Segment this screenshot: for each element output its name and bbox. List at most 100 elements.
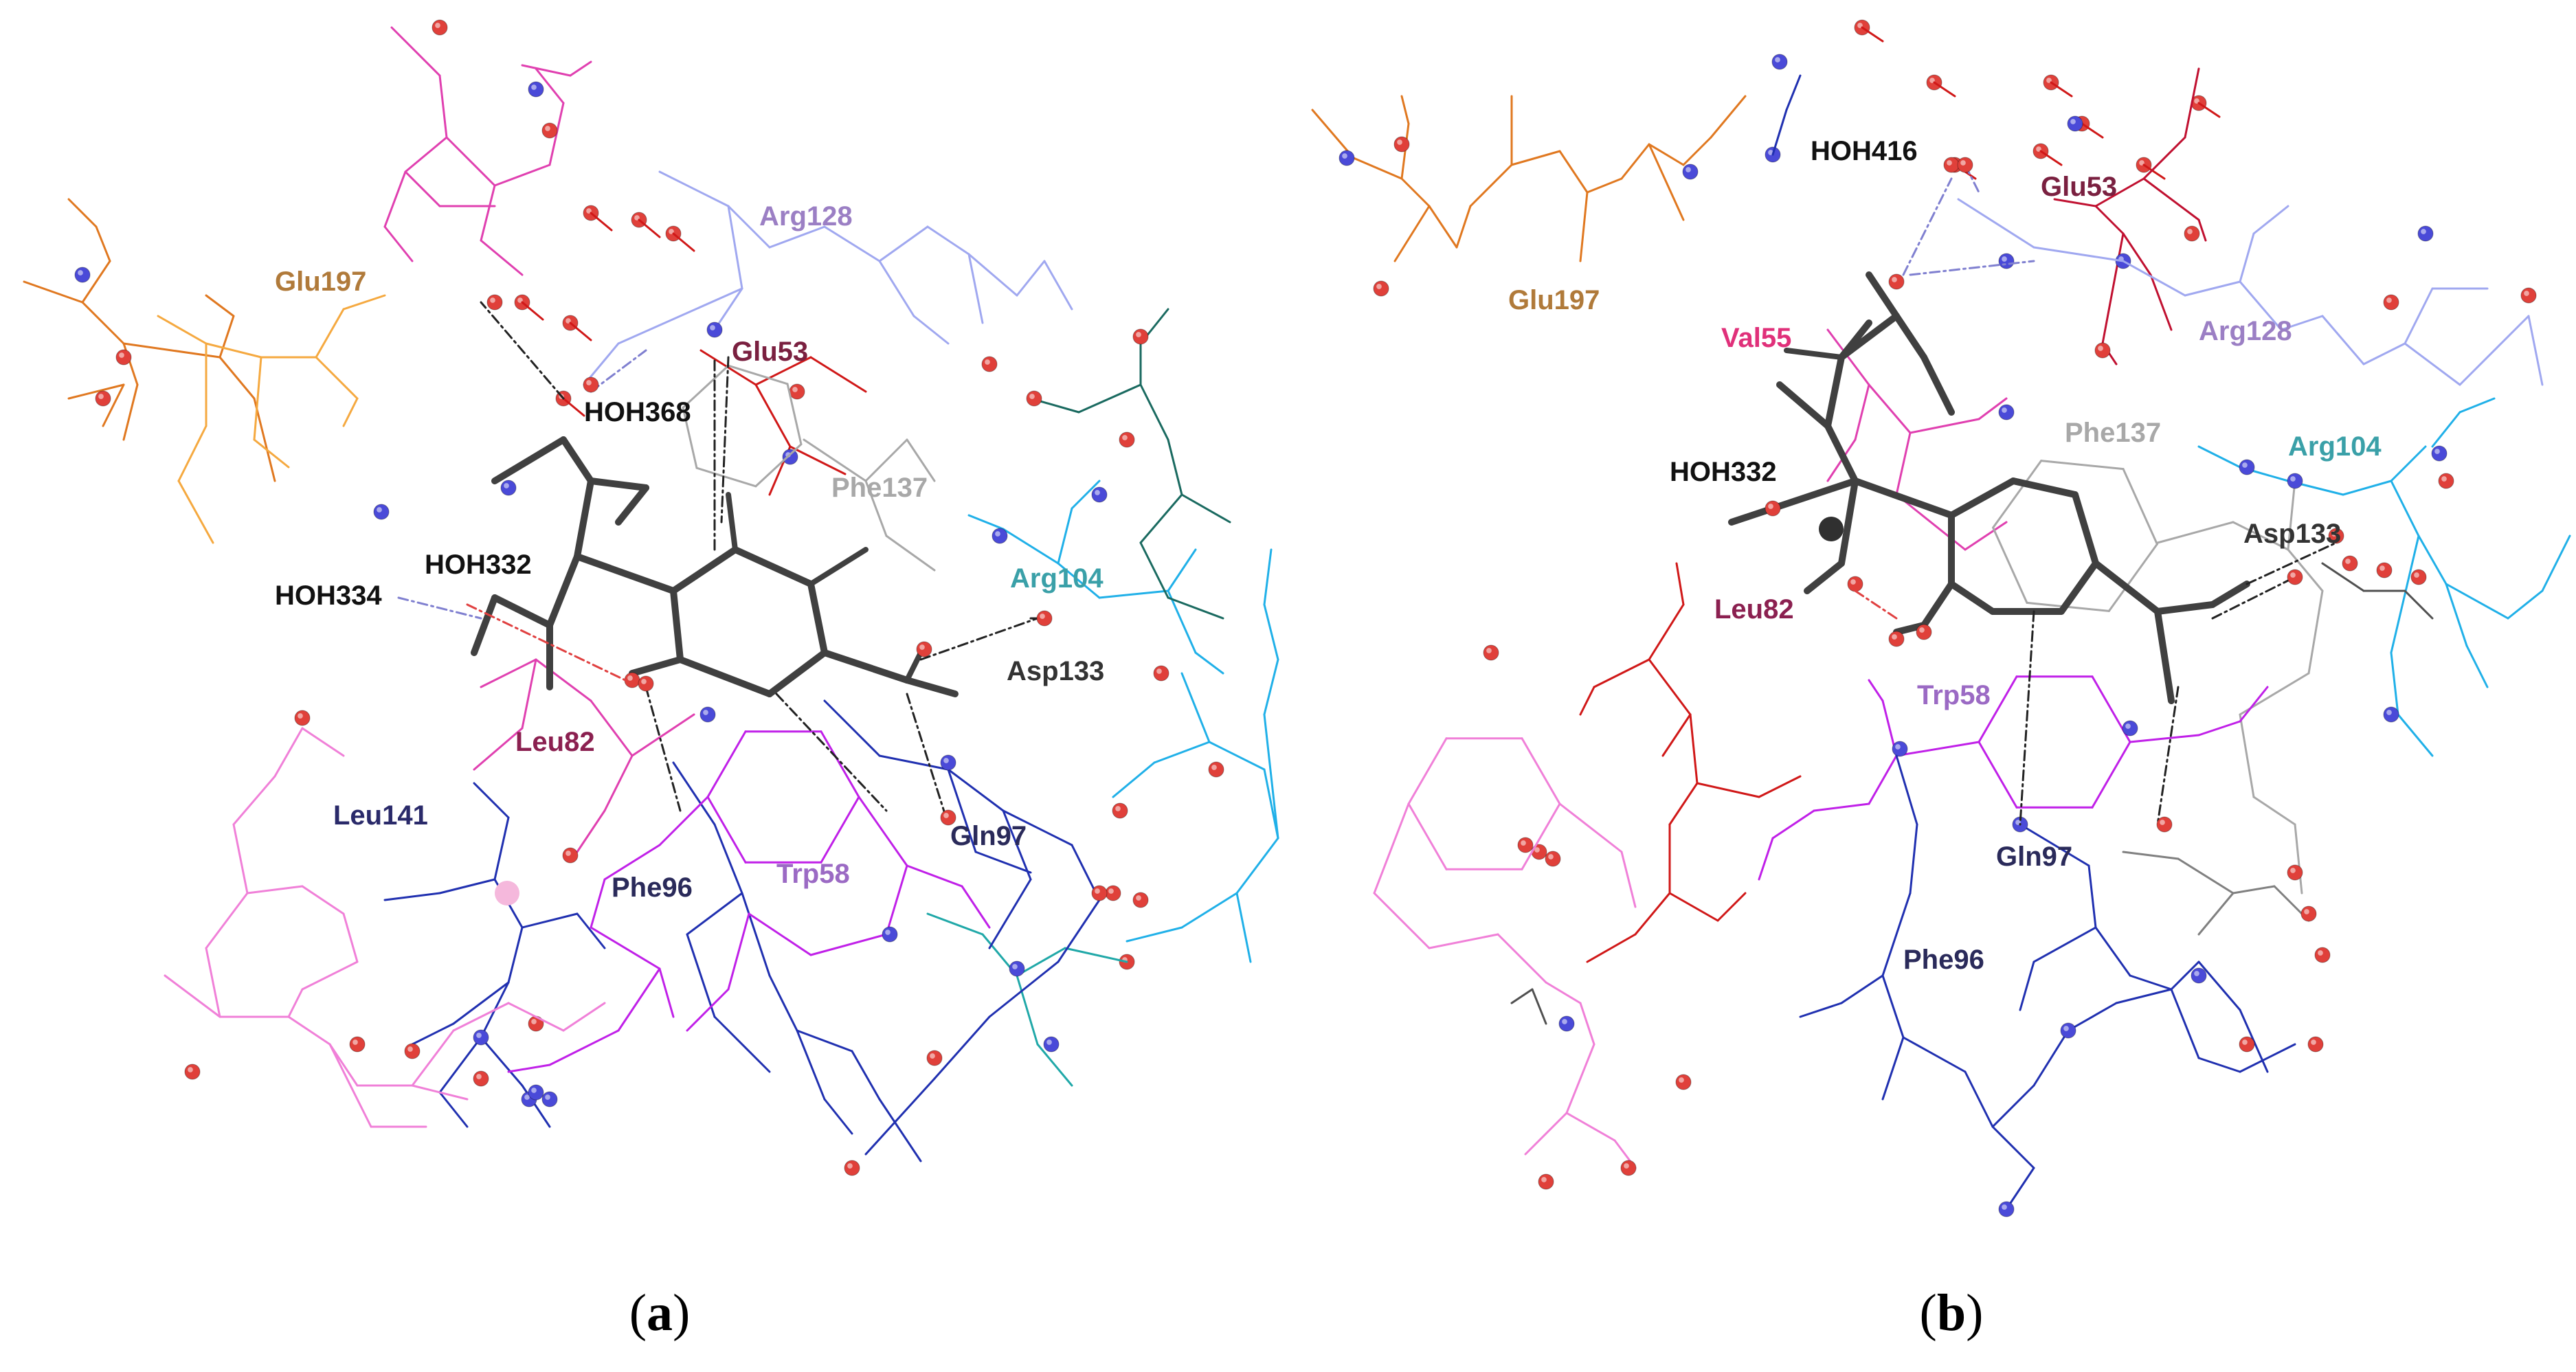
bond	[2362, 342, 2406, 366]
oxygen-atom-highlight	[2046, 78, 2052, 83]
bond	[1071, 480, 1101, 510]
label-b-arg104: Arg104	[2288, 431, 2382, 462]
bond	[878, 1098, 922, 1162]
bond	[576, 912, 606, 949]
bond	[713, 823, 743, 895]
oxygen-atom-highlight	[1136, 895, 1141, 901]
oxygen-atom-highlight	[634, 215, 640, 221]
bond	[315, 356, 359, 400]
bond	[906, 864, 963, 888]
oxygen-atom-highlight	[2345, 559, 2351, 564]
nitrogen-atom-highlight	[1685, 167, 1691, 172]
ring-bond	[1407, 737, 1448, 805]
oxygen-atom-highlight	[1548, 854, 1554, 859]
bond	[480, 658, 537, 688]
nitrogen-atom	[706, 322, 723, 338]
oxygen-atom-highlight	[1108, 888, 1114, 894]
bond	[2177, 857, 2235, 895]
bond	[2094, 205, 2125, 235]
oxygen-atom	[1545, 851, 1561, 867]
bond	[1180, 493, 1231, 524]
bond	[287, 988, 304, 1018]
bond	[587, 477, 649, 491]
oxygen-atom-highlight	[1947, 160, 1952, 166]
nitrogen-atom-highlight	[2070, 119, 2076, 124]
bond	[885, 535, 936, 572]
nitrogen-atom	[2122, 720, 2138, 736]
bond	[1710, 95, 1747, 139]
bond	[1586, 177, 1623, 194]
bond	[1057, 899, 1101, 963]
bond	[1852, 477, 1955, 519]
bond	[1112, 761, 1156, 798]
oxygen-atom	[432, 19, 448, 36]
bond	[1531, 988, 1547, 1025]
bond	[1400, 122, 1410, 180]
bond	[411, 1022, 455, 1046]
bond	[2527, 315, 2544, 386]
bond	[2032, 926, 2097, 963]
bond	[1352, 157, 1403, 180]
bond	[2239, 713, 2255, 798]
bond	[1167, 596, 1224, 620]
nitrogen-atom	[882, 926, 898, 943]
oxygen-atom	[1957, 157, 1973, 173]
bond	[2081, 122, 2104, 139]
bond	[2032, 246, 2125, 262]
oxygen-atom	[2438, 473, 2454, 489]
panel-b-structure	[1311, 19, 2571, 1217]
oxygen-atom-highlight	[2290, 868, 2296, 873]
bond	[1648, 143, 1685, 221]
bond	[1167, 589, 1197, 654]
bond	[1804, 560, 1845, 594]
oxygen-atom	[1119, 431, 1135, 448]
bond	[672, 761, 716, 826]
ligand-atom	[1819, 517, 1844, 541]
bond	[754, 383, 792, 448]
bond	[603, 844, 661, 881]
bond	[1895, 431, 1912, 496]
nitrogen-atom	[2060, 1022, 2076, 1039]
oxygen-atom	[1036, 610, 1053, 627]
bond	[1620, 851, 1637, 908]
bond	[672, 232, 695, 252]
oxygen-atom	[1517, 837, 1534, 853]
oxygen-atom	[486, 294, 503, 311]
oxygen-atom-highlight	[792, 387, 798, 392]
bond	[1002, 528, 1060, 565]
label-a-glu197: Glu197	[275, 267, 367, 297]
oxygen-atom-highlight	[2318, 950, 2323, 956]
oxygen-atom-highlight	[930, 1053, 935, 1059]
ring-bond	[682, 406, 698, 469]
bond	[1428, 933, 1499, 949]
bond	[727, 205, 743, 290]
label-b-phe137: Phe137	[2065, 418, 2162, 448]
ring-bond	[727, 364, 789, 385]
bond	[2005, 1167, 2035, 1211]
bond	[2039, 150, 2063, 166]
bond	[2170, 960, 2200, 991]
bond	[1868, 383, 1912, 434]
label-a-hoh334: HOH334	[275, 581, 382, 611]
bond	[219, 356, 256, 400]
bond	[1826, 328, 1870, 386]
oxygen-atom	[473, 1070, 489, 1087]
bond	[473, 727, 524, 771]
bond	[535, 67, 565, 104]
oxygen-atom-highlight	[1486, 648, 1492, 653]
bond	[569, 60, 592, 77]
bond	[2072, 491, 2099, 567]
bond	[122, 383, 139, 441]
caption-b-letter: b	[1936, 1284, 1967, 1342]
bond	[1771, 109, 1788, 156]
bond	[878, 225, 929, 262]
oxygen-atom	[926, 1050, 943, 1066]
nitrogen-atom	[940, 754, 956, 771]
oxygen-atom-highlight	[2311, 1039, 2316, 1045]
ring-bond	[1521, 737, 1561, 805]
label-a-arg104: Arg104	[1010, 563, 1104, 594]
bond	[2252, 796, 2296, 826]
nitrogen-atom	[473, 1029, 489, 1046]
oxygen-atom-highlight	[2139, 160, 2144, 166]
